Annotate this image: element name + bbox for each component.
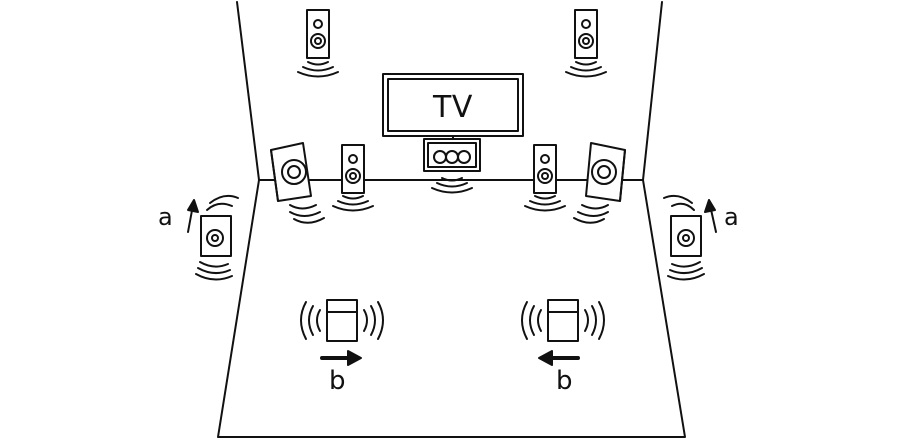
- tv-icon: [382, 73, 524, 141]
- room-walls: [217, 1, 686, 438]
- label-a-left: a: [158, 203, 173, 231]
- surround-speaker-icon-right: [663, 194, 705, 281]
- height-speaker-icon-left: [297, 9, 339, 78]
- rear-speaker-icon-right: [521, 299, 605, 342]
- front-speaker-icon-left: [332, 144, 374, 212]
- front-wide-speaker-icon-right: [573, 142, 626, 224]
- arrow-icon-a-left: [187, 199, 199, 233]
- arrow-icon-b-left: [320, 350, 362, 366]
- center-speaker-icon: [423, 138, 481, 194]
- rear-speaker-icon-left: [300, 299, 384, 342]
- surround-speaker-icon-left: [195, 194, 239, 281]
- label-a-right: a: [724, 203, 739, 231]
- arrow-icon-a-right: [704, 199, 717, 233]
- front-wide-speaker-icon-left: [270, 142, 325, 224]
- tv-label: TV: [433, 90, 473, 125]
- label-b-right: b: [556, 366, 573, 396]
- label-b-left: b: [329, 366, 346, 396]
- height-speaker-icon-right: [565, 9, 607, 78]
- front-speaker-icon-right: [524, 144, 566, 212]
- arrow-icon-b-right: [538, 350, 580, 366]
